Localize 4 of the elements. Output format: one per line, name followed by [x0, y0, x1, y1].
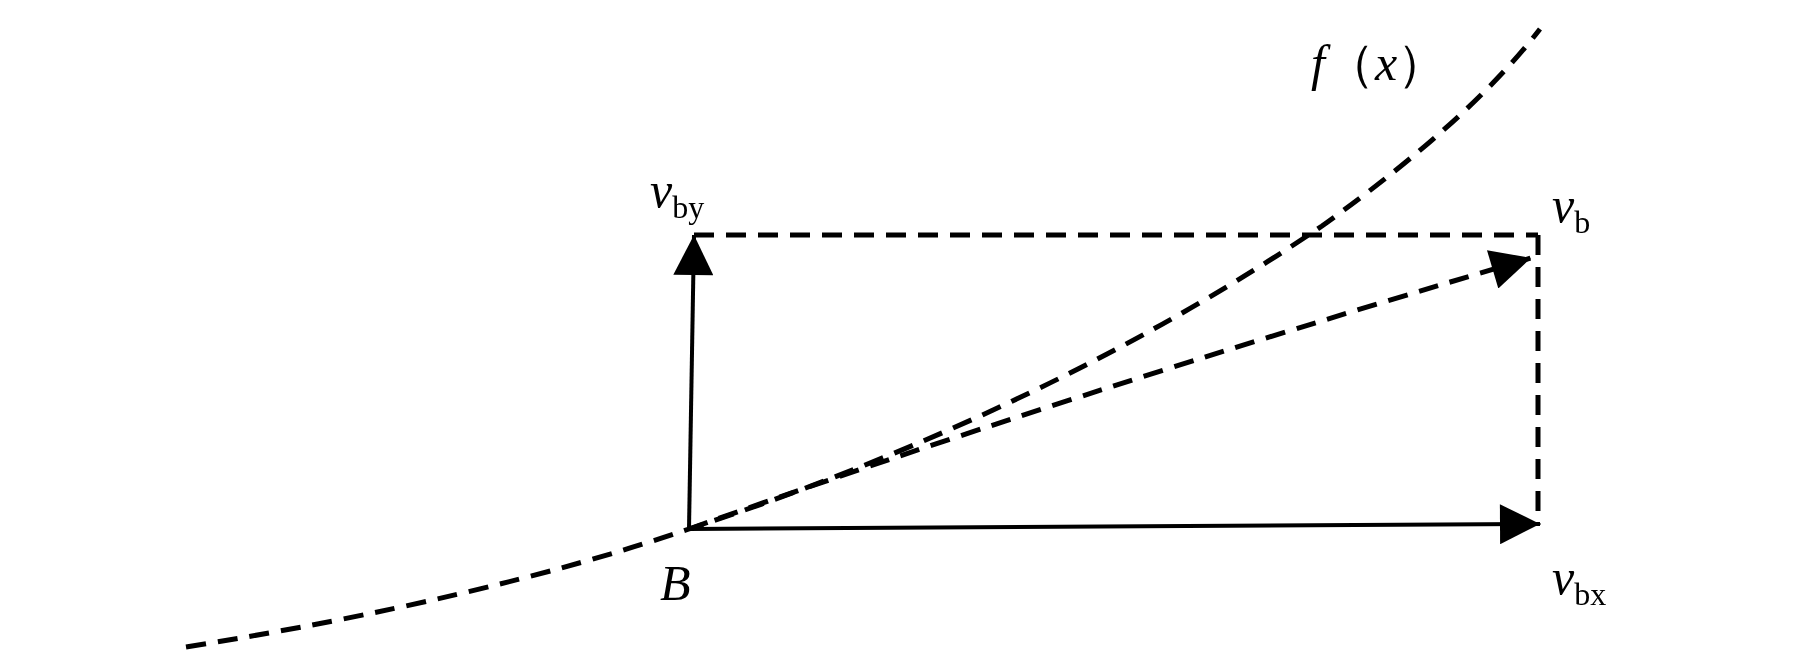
point-label: B — [660, 558, 691, 608]
vector-label: v$_{bx}$ — [1552, 552, 1607, 610]
vector-label: v$_{by}$ — [650, 165, 705, 223]
vector-label: v$_{b}$ — [1552, 180, 1591, 238]
